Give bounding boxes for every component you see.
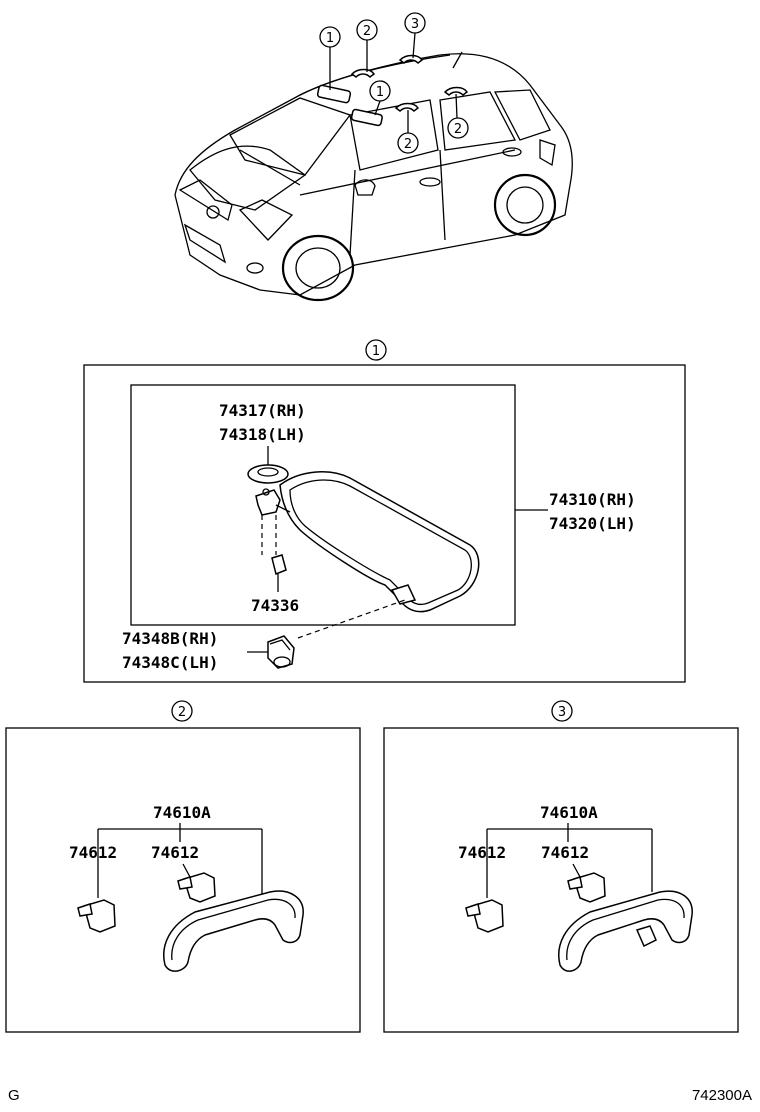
callout-2-car-door-rear: 2: [447, 117, 469, 139]
car-illustration: [174, 32, 573, 302]
grip-cap-left-panel2: [77, 899, 116, 933]
visor-holder-part: [267, 635, 295, 669]
assist-grip-panel3: [558, 890, 693, 972]
svg-text:2: 2: [404, 137, 412, 152]
label-74318-lh: 74318(LH): [219, 425, 306, 444]
label-74348c-lh: 74348C(LH): [122, 653, 218, 672]
figure-number: 742300A: [692, 1087, 752, 1104]
grip-cap-right-panel3: [567, 872, 606, 903]
label-74317-rh: 74317(RH): [219, 401, 306, 420]
label-74310-rh: 74310(RH): [549, 490, 636, 509]
label-74348b-rh: 74348B(RH): [122, 629, 218, 648]
clip-74336-part: [271, 554, 287, 592]
panel-2-frame: [5, 727, 361, 1033]
svg-text:2: 2: [363, 24, 371, 39]
label-74610a-panel2: 74610A: [153, 803, 211, 822]
callout-1-car-rear: 1: [369, 80, 391, 102]
label-74610a-panel3: 74610A: [540, 803, 598, 822]
visor-mount-part: [247, 464, 289, 484]
panel-1-inner-frame: [130, 384, 516, 626]
label-74320-lh: 74320(LH): [549, 514, 636, 533]
label-74336: 74336: [251, 596, 299, 615]
assist-grip-panel2: [163, 890, 304, 972]
label-74612-left-panel3: 74612: [458, 843, 506, 862]
label-74612-right-panel3: 74612: [541, 843, 589, 862]
callout-3-panel: 3: [551, 700, 573, 722]
svg-text:3: 3: [411, 17, 419, 32]
svg-text:1: 1: [372, 344, 380, 359]
callout-1-panel: 1: [365, 339, 387, 361]
callout-2-panel: 2: [171, 700, 193, 722]
svg-text:1: 1: [326, 31, 334, 46]
grip-cap-left-panel3: [465, 899, 504, 933]
svg-text:3: 3: [558, 705, 566, 720]
label-74612-left-panel2: 74612: [69, 843, 117, 862]
label-74612-right-panel2: 74612: [151, 843, 199, 862]
grip-cap-right-panel2: [177, 872, 216, 903]
callout-2-car-door-front: 2: [397, 132, 419, 154]
svg-text:2: 2: [178, 705, 186, 720]
svg-text:2: 2: [454, 122, 462, 137]
callout-2-car-front: 2: [356, 19, 378, 41]
sun-visor-part: [255, 471, 480, 613]
callout-3-car: 3: [404, 12, 426, 34]
callout-1-car-front: 1: [319, 26, 341, 48]
panel-3-frame: [383, 727, 739, 1033]
panel-1-frame: [83, 364, 686, 683]
svg-text:1: 1: [376, 85, 384, 100]
footer-left-code: G: [8, 1087, 20, 1104]
